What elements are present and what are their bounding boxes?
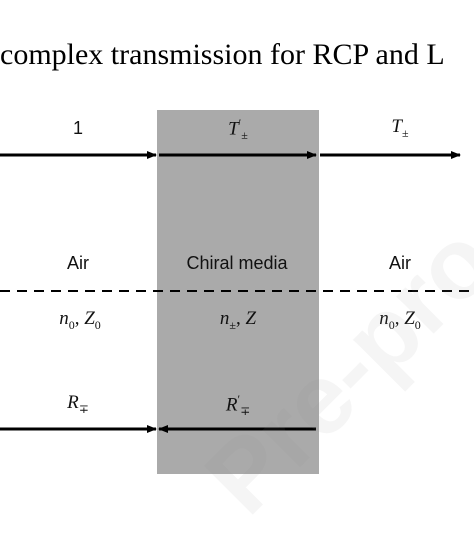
chiral-medium-params: n±, Z: [219, 308, 257, 332]
figure-title: complex transmission for RCP and L: [0, 38, 445, 71]
diagram: complex transmission for RCP and L 1 T′±…: [0, 38, 474, 535]
right-medium-params: n0, Z0: [379, 308, 421, 332]
inner-reflection-label: R′∓: [225, 392, 251, 419]
inner-transmission-label: T′±: [228, 116, 248, 143]
incident-amplitude-label: 1: [72, 118, 84, 138]
chiral-media-label: Chiral media: [186, 253, 288, 273]
output-transmission-label: T±: [391, 116, 409, 140]
output-reflection-label: R∓: [67, 392, 89, 416]
arrows-layer: [0, 151, 474, 433]
air-right-label: Air: [389, 253, 411, 273]
left-medium-params: n0, Z0: [59, 308, 101, 332]
air-left-label: Air: [67, 253, 89, 273]
